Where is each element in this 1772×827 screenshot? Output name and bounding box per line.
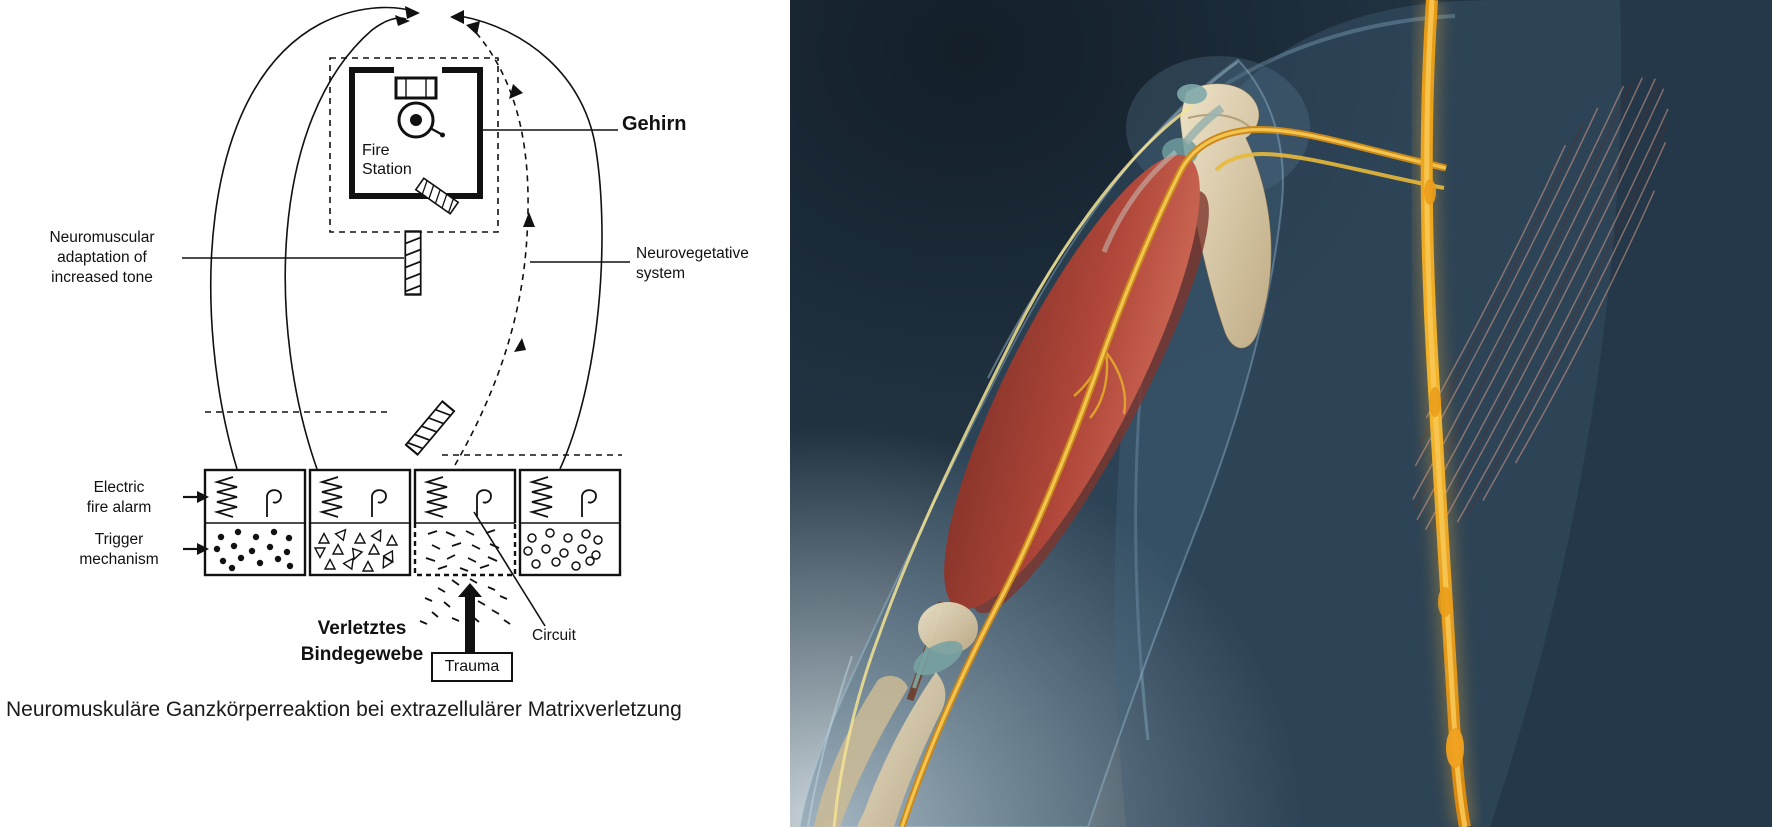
neuromuscular-label: Neuromuscular adaptation of increased to… (18, 228, 186, 288)
peripheral-nerves (832, 104, 1447, 827)
trigger-pattern-dots (213, 528, 294, 572)
bell-alarm-icon (394, 76, 445, 139)
main-nerve-highlight (900, 127, 1447, 827)
alarm-boxes-row (203, 468, 622, 577)
neurovegetative-line1: Neurovegetative (636, 245, 749, 262)
electric-fire-alarm-label: Electric fire alarm (58, 478, 180, 518)
neuromuscular-line1: Neuromuscular (49, 229, 155, 246)
figure-caption: Neuromuskuläre Ganzkörperreaktion bei ex… (6, 698, 682, 721)
verletztes-line1: Verletztes (317, 618, 407, 639)
humerus-end (918, 602, 978, 654)
reflex-loop-lines (210, 6, 603, 470)
fire-station-diagram-art (182, 6, 630, 652)
fire-station-line1: Fire (362, 142, 390, 159)
trigger-mechanism-line2: mechanism (79, 551, 159, 568)
arrowhead-icon (197, 543, 209, 555)
trigger-mechanism-arrow (183, 543, 209, 555)
arrowhead-icon (509, 84, 523, 99)
arrowhead-icon (514, 338, 526, 352)
trigger-pattern-triangles (314, 525, 398, 572)
neurovegetative-label: Neurovegetative system (636, 244, 749, 284)
neurovegetative-pathway-arrow (454, 21, 535, 466)
arrowhead-icon (523, 212, 535, 227)
injury-debris (419, 578, 511, 625)
shoulder-nerve-strand (1214, 151, 1445, 190)
station-dashed-boundary (329, 57, 499, 233)
fire-station-diagram-panel: Gehirn Fire Station Neuromuscular adapta… (0, 0, 790, 827)
arrowhead-icon (466, 21, 480, 35)
anatomy-render-art (790, 0, 1772, 827)
fire-station-label: Fire Station (362, 141, 412, 179)
arrowhead-icon (450, 10, 464, 24)
neuromuscular-line2: adaptation of (57, 249, 147, 266)
ulna-bone (857, 672, 946, 827)
ganglion-node (1429, 387, 1441, 417)
alarm-box-3-top (413, 468, 517, 523)
verletztes-bindegewebe-label: Verletztes Bindegewebe (287, 616, 437, 668)
lateral-cutaneous-nerve (832, 104, 1193, 827)
fire-station-walls (349, 67, 483, 199)
trigger-pattern-damaged (425, 529, 500, 572)
fire-station-line2: Station (362, 161, 412, 178)
arrowhead-icon (395, 15, 410, 26)
gehirn-label: Gehirn (622, 113, 687, 135)
muscle-striations (1412, 77, 1669, 531)
trigger-pattern-circles (523, 528, 603, 571)
trauma-arrow-icon (458, 583, 482, 652)
trigger-mechanism-line1: Trigger (94, 531, 144, 548)
neuromuscular-line3: increased tone (51, 269, 153, 286)
circuit-resistor-icon (404, 400, 456, 456)
circuit-label: Circuit (532, 627, 576, 644)
ganglion-node (1424, 179, 1436, 205)
ganglion-node (1446, 728, 1464, 768)
acromion-cartilage (1177, 84, 1207, 104)
circuit-pointer-line (473, 511, 546, 627)
anatomy-render-panel (790, 0, 1772, 827)
alarm-box-3-broken (413, 523, 517, 577)
arrowhead-icon (405, 6, 420, 19)
arrowhead-icon (197, 491, 209, 503)
verletztes-line2: Bindegewebe (300, 644, 424, 665)
electric-fire-alarm-arrow (183, 491, 209, 503)
biceps-proximal-tendon (1182, 104, 1225, 145)
electric-fire-alarm-line1: Electric (93, 479, 145, 496)
sympathetic-trunk (1416, 0, 1475, 827)
trauma-box: Trauma (431, 652, 513, 682)
alarm-cell-icon (426, 476, 492, 518)
electric-fire-alarm-line2: fire alarm (86, 499, 152, 516)
alarm-cell-icon (531, 476, 597, 518)
neurovegetative-line2: system (636, 265, 686, 282)
ganglion-node (1438, 587, 1452, 617)
alarm-cell-icon (321, 476, 387, 518)
alarm-cell-icon (216, 476, 282, 518)
elbow-cartilage (913, 640, 963, 676)
adaptation-resistor-icon (404, 230, 422, 296)
trigger-mechanism-label: Trigger mechanism (58, 530, 180, 570)
